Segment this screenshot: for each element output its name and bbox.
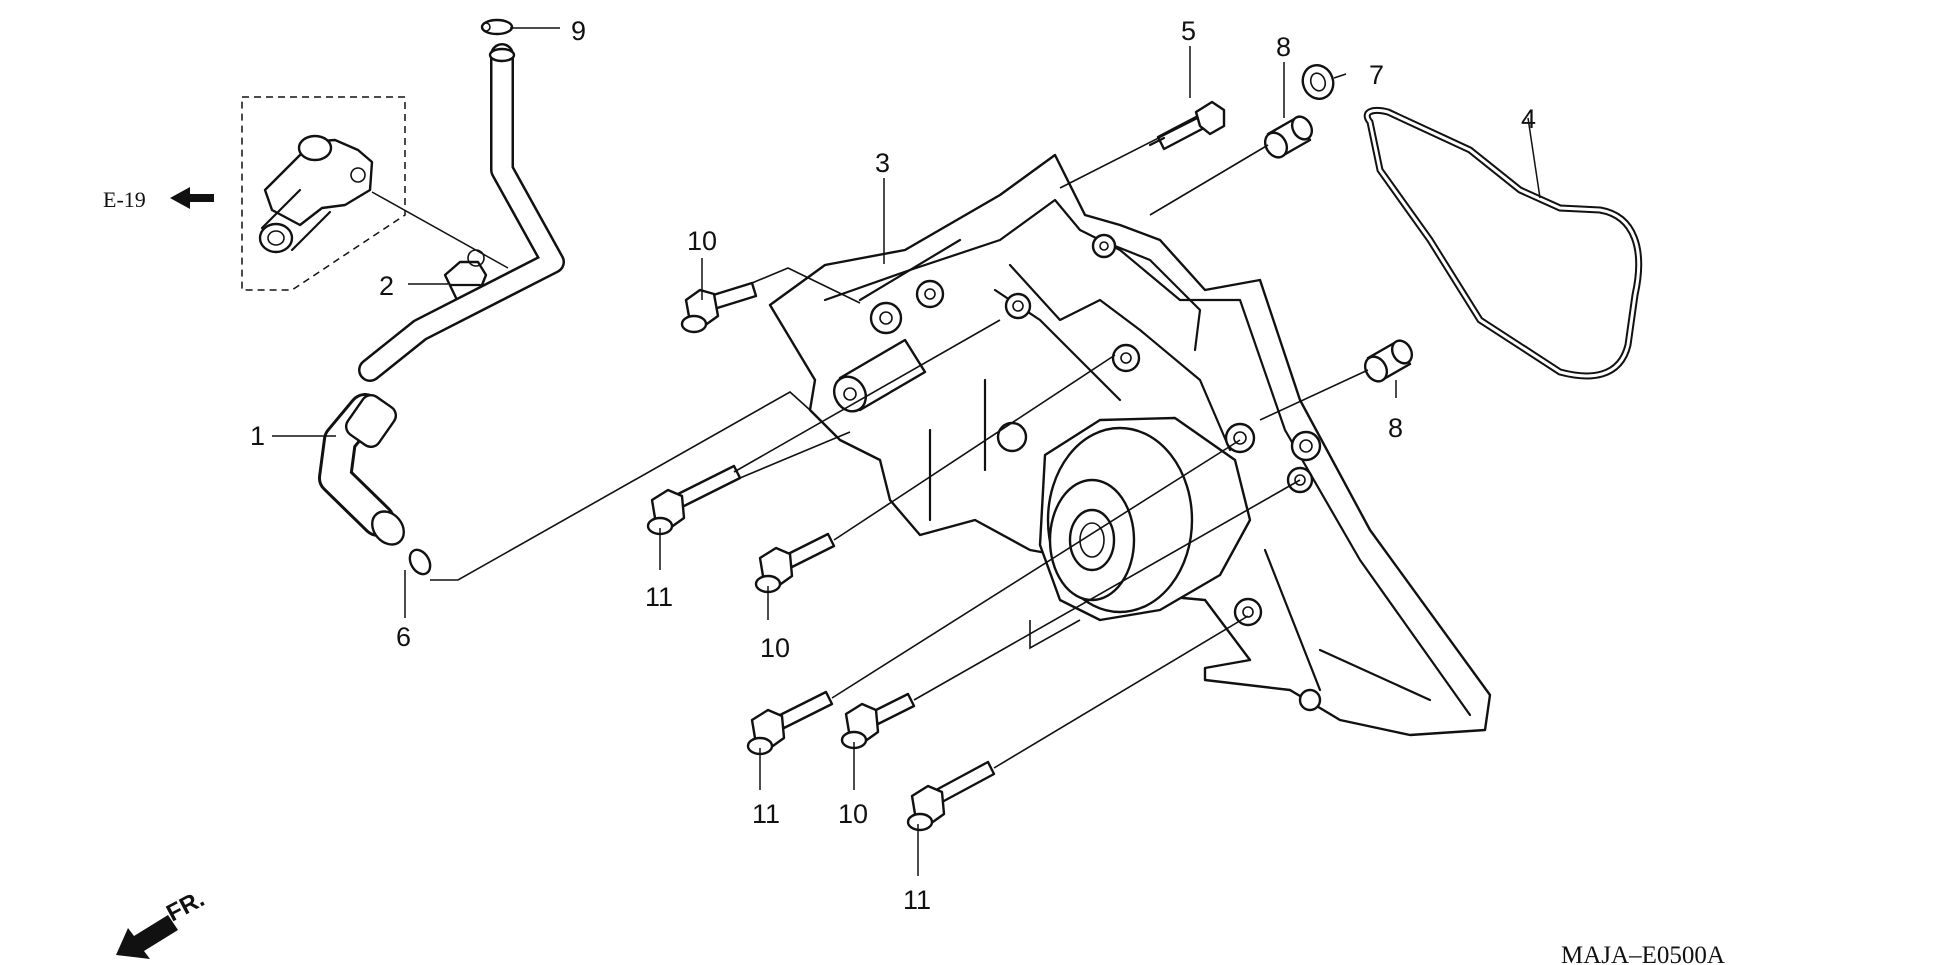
- assembly-lines: [430, 117, 1369, 769]
- mount-boss: [1233, 597, 1263, 627]
- bolt-5: [1148, 100, 1226, 151]
- bolt-10-top: [680, 281, 758, 334]
- mount-boss: [869, 301, 903, 335]
- seal-ring: [480, 18, 514, 36]
- dowel-pin-lower: [1363, 339, 1414, 383]
- ref-arrow-icon: [170, 187, 214, 209]
- callout-11-upper: 11: [645, 582, 673, 612]
- callout-8-upper: 8: [1276, 32, 1291, 62]
- front-arrow-icon: [116, 915, 178, 959]
- callout-10-lower: 10: [838, 799, 868, 829]
- pump-gasket: [1363, 106, 1643, 380]
- bolt-11-upper-left: [646, 464, 742, 536]
- o-ring: [408, 548, 432, 576]
- mount-boss: [1004, 292, 1032, 320]
- water-hose-lower: [318, 393, 405, 546]
- mount-boss: [1111, 343, 1141, 373]
- callout-numbers: 1 2 3 4 5 6 7 8 8 9 10 10 10 11 11 11: [250, 16, 1536, 915]
- callout-8-lower: 8: [1388, 413, 1403, 443]
- callout-6: 6: [396, 622, 411, 652]
- callout-11-bottom: 11: [903, 885, 931, 915]
- drawing-code: MAJA–E0500A: [1561, 942, 1725, 965]
- callout-4: 4: [1521, 104, 1536, 134]
- ref-label: E-19: [103, 187, 146, 212]
- dowel-pin-upper: [1263, 115, 1314, 159]
- joint-assembly: [241, 96, 406, 291]
- callout-9: 9: [571, 16, 586, 46]
- water-pump-body: [768, 153, 1492, 737]
- callout-leaders: [272, 27, 1541, 876]
- mount-boss: [1298, 688, 1322, 712]
- assembly-dashed-box: [241, 96, 406, 291]
- water-hose-upper: [358, 43, 565, 382]
- washer: [1301, 64, 1335, 100]
- mount-boss: [1224, 422, 1256, 454]
- mount-boss: [915, 279, 945, 309]
- callout-7: 7: [1369, 60, 1384, 90]
- callout-1: 1: [250, 421, 265, 451]
- callout-2: 2: [379, 271, 394, 301]
- callout-3: 3: [875, 148, 890, 178]
- front-direction: FR.: [116, 885, 209, 959]
- bolt-11-lower-left: [746, 690, 834, 756]
- bolt-10-middle: [754, 532, 836, 594]
- callout-5: 5: [1181, 16, 1196, 46]
- bolt-11-bottom: [906, 760, 996, 832]
- callout-10-top: 10: [687, 226, 717, 256]
- hose-joint: [258, 134, 374, 254]
- mount-boss: [1091, 233, 1117, 259]
- callout-11-middle: 11: [752, 799, 780, 829]
- pulley-hub: [996, 416, 1252, 622]
- callout-10-middle: 10: [760, 633, 790, 663]
- bolt-10-lower: [840, 692, 916, 750]
- mount-boss: [1290, 430, 1322, 462]
- reference-arrow: E-19: [103, 187, 214, 212]
- body-dowel-tube: [832, 338, 927, 413]
